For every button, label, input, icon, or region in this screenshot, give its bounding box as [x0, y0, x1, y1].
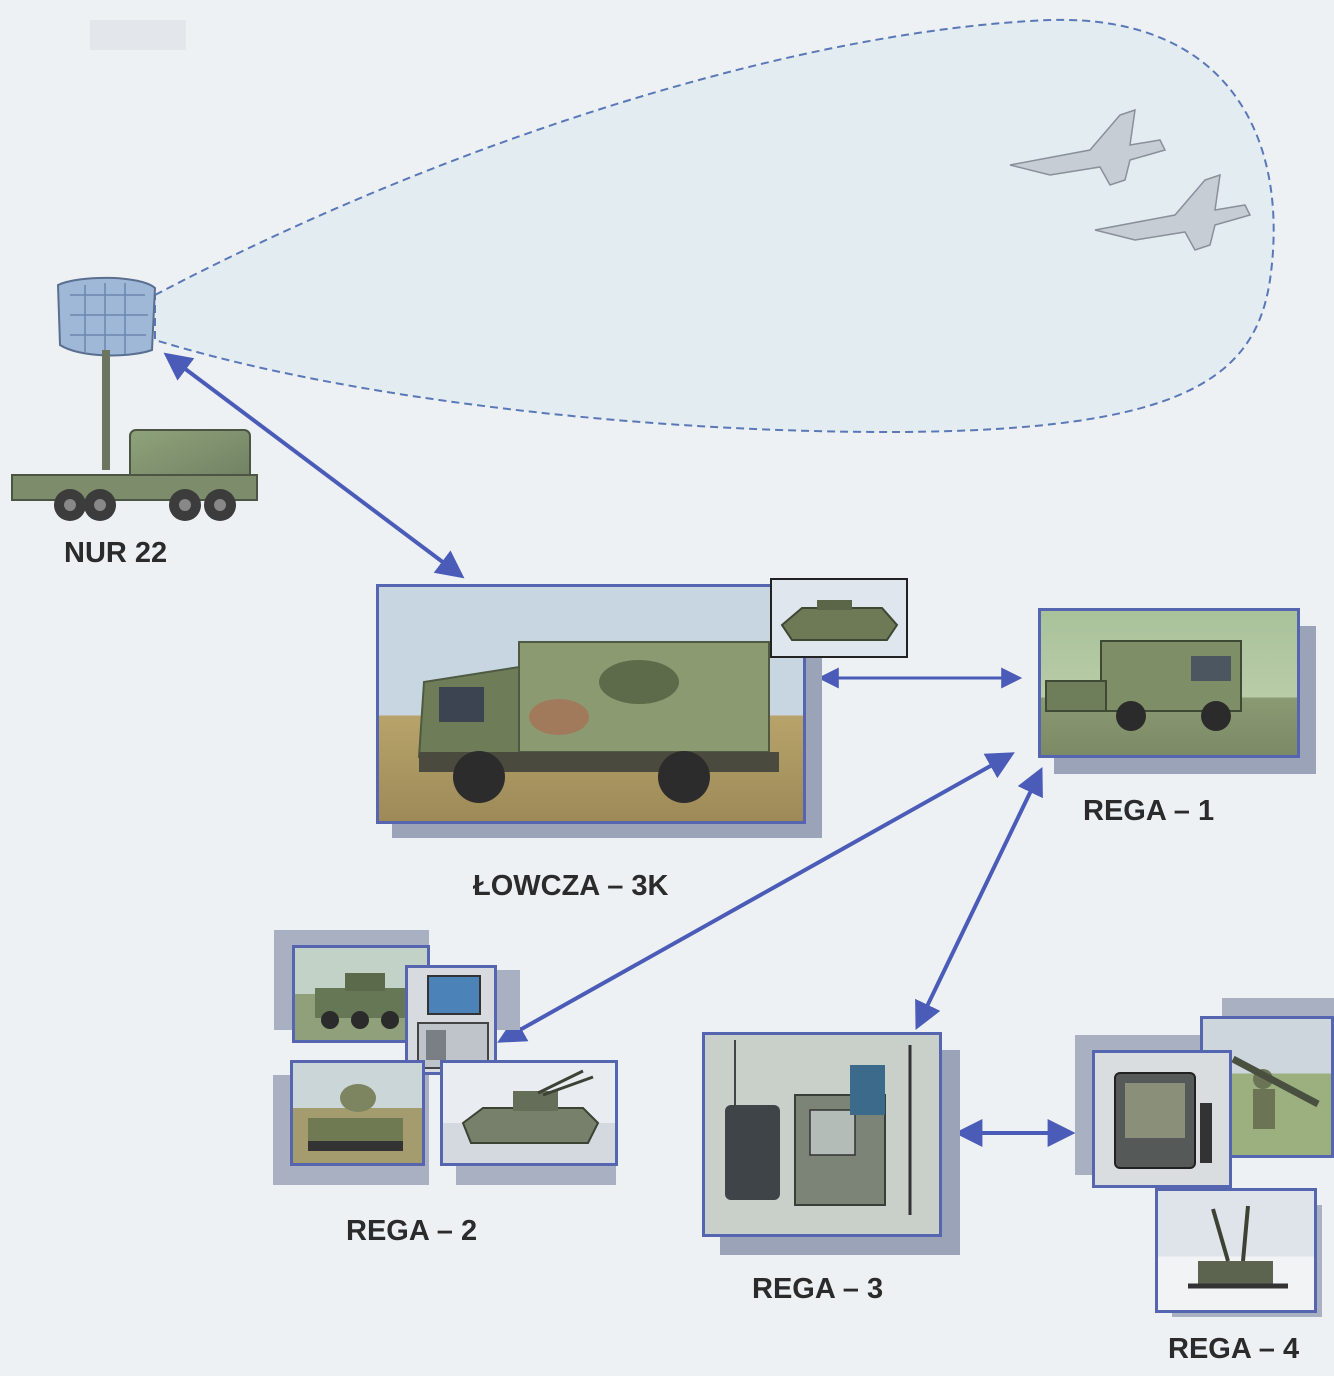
jeep-photo	[1038, 608, 1300, 758]
radar-coverage-cone	[155, 20, 1274, 432]
terminal-photo	[702, 1032, 942, 1237]
label-rega1: REGA – 1	[1083, 795, 1214, 828]
tank-photo	[440, 1060, 618, 1166]
computer-photo	[405, 965, 497, 1075]
label-rega3: REGA – 3	[752, 1273, 883, 1306]
aa-gun-photo	[1155, 1188, 1317, 1313]
device-photo	[1092, 1050, 1232, 1188]
tank-photo	[770, 578, 908, 658]
label-nur22: NUR 22	[64, 537, 167, 570]
label-rega2: REGA – 2	[346, 1215, 477, 1248]
arrow-rega1-rega3	[918, 772, 1040, 1025]
truck-photo	[376, 584, 806, 824]
label-rega4: REGA – 4	[1168, 1333, 1299, 1366]
label-lowcza: ŁOWCZA – 3K	[473, 870, 668, 903]
radar-vehicle-photo	[290, 1060, 425, 1166]
